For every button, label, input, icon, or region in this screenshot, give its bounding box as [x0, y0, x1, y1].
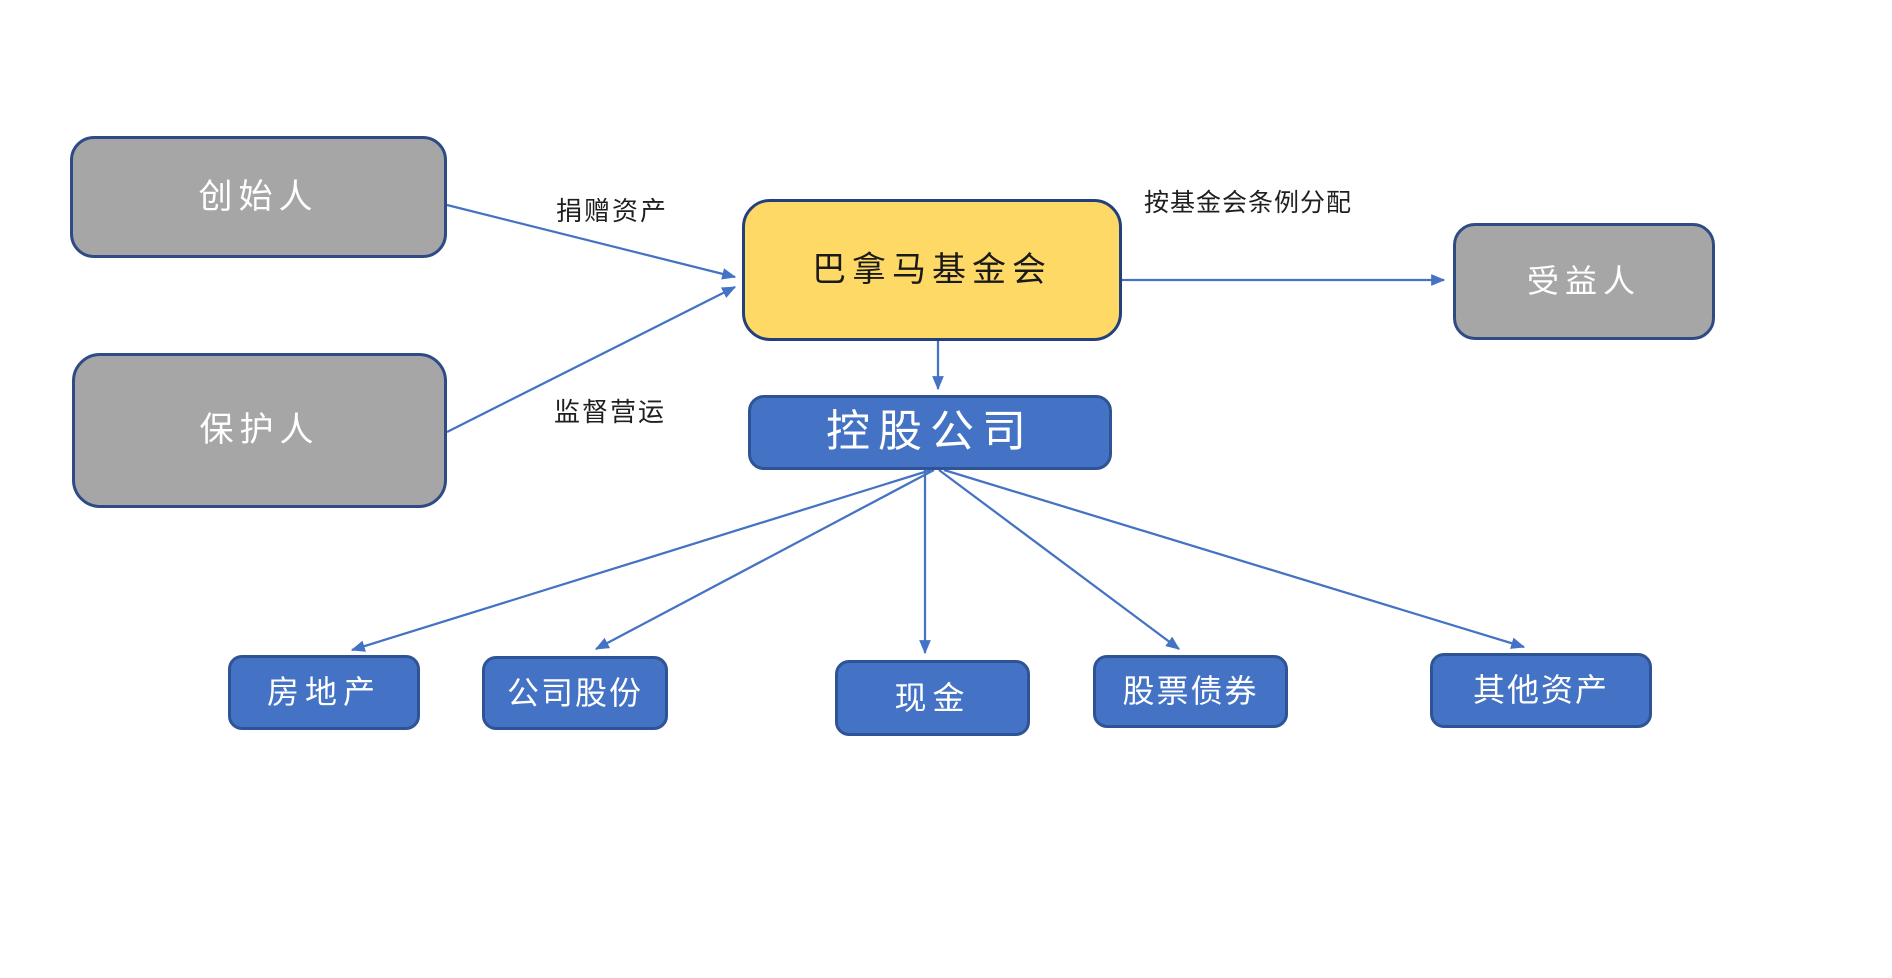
node-cash: 现金	[835, 660, 1030, 736]
node-foundation-label: 巴拿马基金会	[812, 249, 1052, 290]
node-real-estate: 房地产	[228, 655, 420, 730]
node-other-assets-label: 其他资产	[1472, 671, 1609, 710]
node-real-estate-label: 房地产	[266, 673, 381, 712]
node-protector-label: 保护人	[199, 410, 320, 451]
node-holding-company-label: 控股公司	[826, 406, 1034, 458]
node-beneficiary: 受益人	[1453, 223, 1715, 340]
node-founder-label: 创始人	[198, 176, 319, 217]
edge-holding-to-stocks-bonds	[938, 469, 1180, 650]
edge-holding-to-other-assets	[943, 468, 1526, 649]
node-protector: 保护人	[72, 353, 447, 508]
node-stocks-bonds-label: 股票债券	[1122, 672, 1259, 711]
node-foundation: 巴拿马基金会	[742, 199, 1122, 341]
node-beneficiary-label: 受益人	[1526, 262, 1641, 301]
node-founder: 创始人	[70, 136, 447, 258]
node-company-shares: 公司股份	[482, 656, 668, 730]
node-stocks-bonds: 股票债券	[1093, 655, 1288, 728]
edge-label-donate-assets: 捐赠资产	[555, 197, 668, 227]
edge-label-supervise-operations: 监督营运	[553, 398, 666, 428]
node-other-assets: 其他资产	[1430, 653, 1652, 728]
node-holding-company: 控股公司	[748, 395, 1112, 470]
node-cash-label: 现金	[894, 678, 971, 717]
edge-holding-to-company-shares	[594, 469, 935, 650]
node-company-shares-label: 公司股份	[506, 673, 643, 712]
edge-label-distribute-per-regulations: 按基金会条例分配	[1143, 188, 1352, 217]
